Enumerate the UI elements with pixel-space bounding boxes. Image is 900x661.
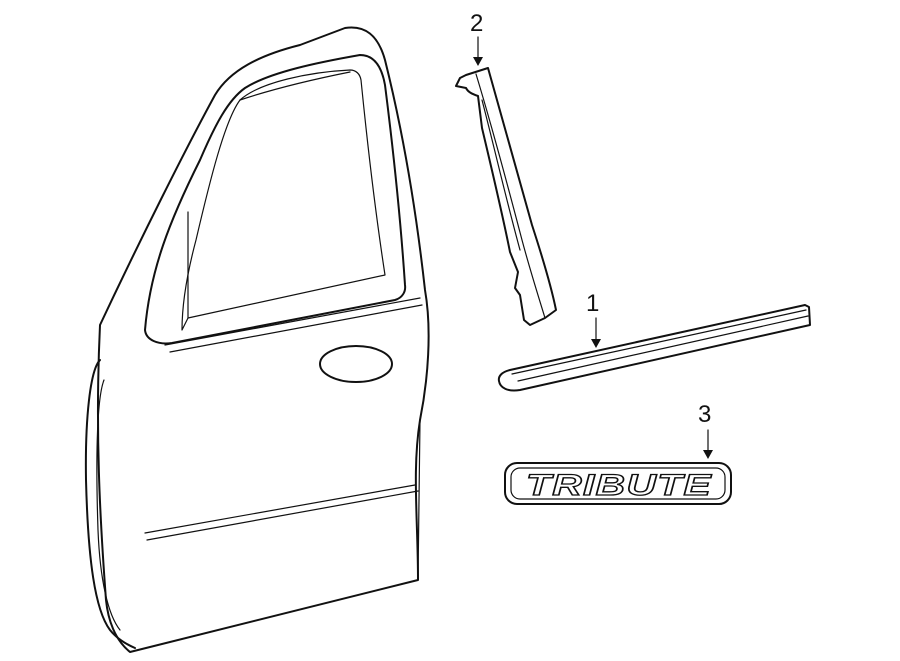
callout-1: 1 xyxy=(586,290,601,348)
arrow-head-icon xyxy=(591,339,601,348)
callout-label-1: 1 xyxy=(586,290,599,317)
arrow-head-icon xyxy=(473,57,483,66)
callout-label-2: 2 xyxy=(470,10,483,37)
callout-label-3: 3 xyxy=(698,401,711,428)
nameplate-text: TRIBUTE xyxy=(526,469,712,502)
door-handle xyxy=(319,345,393,383)
nameplate-part-3: TRIBUTE xyxy=(504,462,732,505)
pillar-applique-part-2 xyxy=(455,67,557,326)
callout-3: 3 xyxy=(698,401,713,459)
arrow-head-icon xyxy=(703,450,713,459)
front-door-panel xyxy=(84,26,430,653)
door-molding-part-1 xyxy=(497,304,811,392)
callout-2: 2 xyxy=(470,10,483,66)
